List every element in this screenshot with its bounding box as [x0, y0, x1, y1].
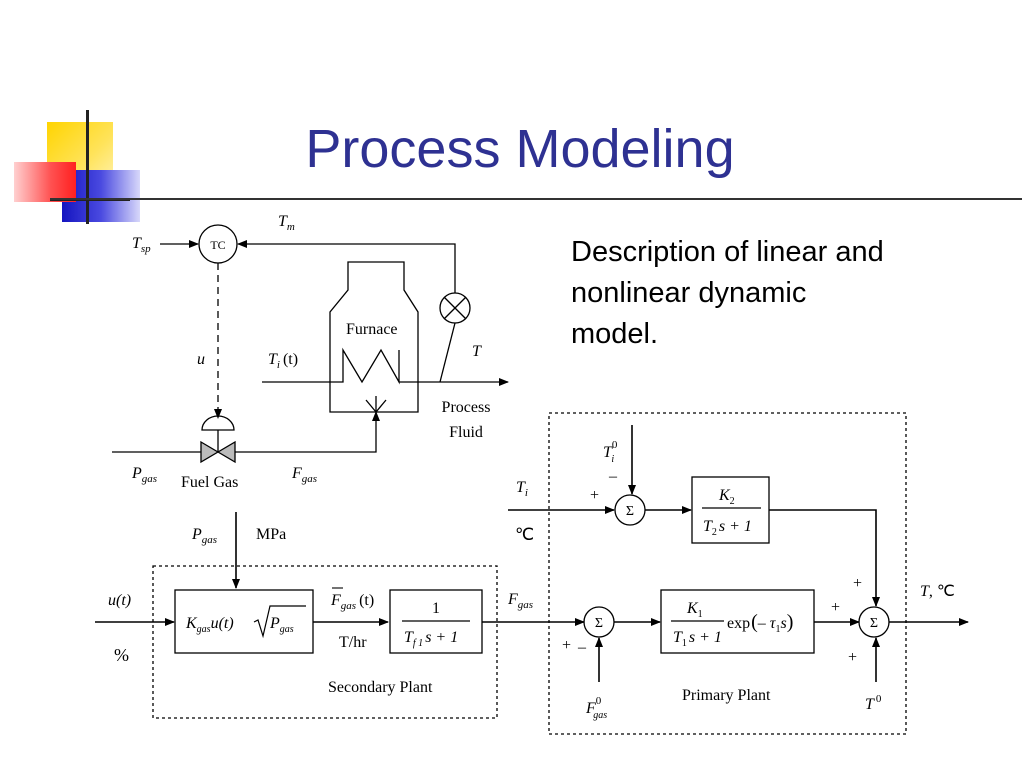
furnace-label: Furnace	[346, 321, 398, 338]
valve-gain-formula: Kgasu(t)	[185, 615, 234, 635]
tm-feedback-line	[237, 240, 456, 293]
ti-input-label: Ti	[516, 479, 528, 499]
process-fluid-label-1: Process	[442, 399, 491, 416]
secondary-plant-boundary	[152, 565, 498, 719]
ti-t-label: Ti(t)	[268, 351, 298, 371]
sum3-plus-bottom: +	[848, 649, 857, 666]
valve-body	[200, 440, 236, 464]
secondary-lag-numerator: 1	[432, 600, 440, 617]
sqrt-sign	[253, 605, 306, 639]
fbar-label: Fgas(t)	[330, 592, 374, 612]
tsp-label: Tsp	[132, 235, 151, 255]
sqrt-argument: Pgas	[269, 615, 294, 635]
process-schematic	[112, 224, 509, 464]
primary-plant-label: Primary Plant	[682, 687, 771, 704]
sum1-minus-bottom: –	[577, 639, 587, 656]
block-diagram	[95, 412, 969, 735]
sum-symbol-3: Σ	[870, 616, 878, 631]
deco-vertical-bar	[86, 110, 89, 224]
title-underline	[50, 198, 1022, 200]
sum1-plus-left: +	[562, 637, 571, 654]
secondary-plant-label: Secondary Plant	[328, 679, 433, 696]
primary-gain-numerator: K1	[686, 600, 703, 620]
deco-red-square	[14, 162, 76, 202]
page-title: Process Modeling	[305, 119, 735, 179]
fuel-gas-label: Fuel Gas	[181, 474, 238, 491]
fgas-label: Fgas	[291, 465, 317, 485]
sum-symbol-1: Σ	[595, 616, 603, 631]
percent-label: %	[114, 645, 129, 665]
sum3-plus-left: +	[831, 599, 840, 616]
sum3-plus-top: +	[853, 575, 862, 592]
t-output-label: T	[472, 343, 482, 360]
k2-numerator: K2	[718, 487, 735, 507]
primary-delay-term: exp(– τ1s)	[727, 611, 793, 635]
celsius-label: ℃	[515, 525, 534, 544]
valve-actuator	[201, 415, 235, 431]
mpa-label: MPa	[256, 526, 286, 543]
description-text: Description of linear and nonlinear dyna…	[571, 236, 884, 350]
tm-label: Tm	[278, 213, 295, 233]
fuel-gas-to-burner	[235, 411, 380, 453]
sum2-plus-left: +	[590, 487, 599, 504]
furnace-body	[329, 261, 419, 413]
sum-symbol-2: Σ	[626, 504, 634, 519]
sum2-minus-top: –	[608, 468, 618, 485]
pgas-input-label: Pgas	[191, 526, 217, 546]
primary-plant-boundary	[548, 412, 907, 735]
ut-input-label: u(t)	[108, 592, 131, 609]
fgas-output-label: Fgas	[507, 591, 533, 611]
thr-label: T/hr	[339, 634, 367, 651]
t-output-unit-label: T, ℃	[920, 583, 955, 600]
process-fluid-label-2: Fluid	[449, 424, 483, 441]
pgas-label: Pgas	[131, 465, 157, 485]
u-label: u	[197, 351, 205, 368]
furnace-coil	[330, 347, 400, 385]
tc-label: TC	[210, 238, 225, 252]
